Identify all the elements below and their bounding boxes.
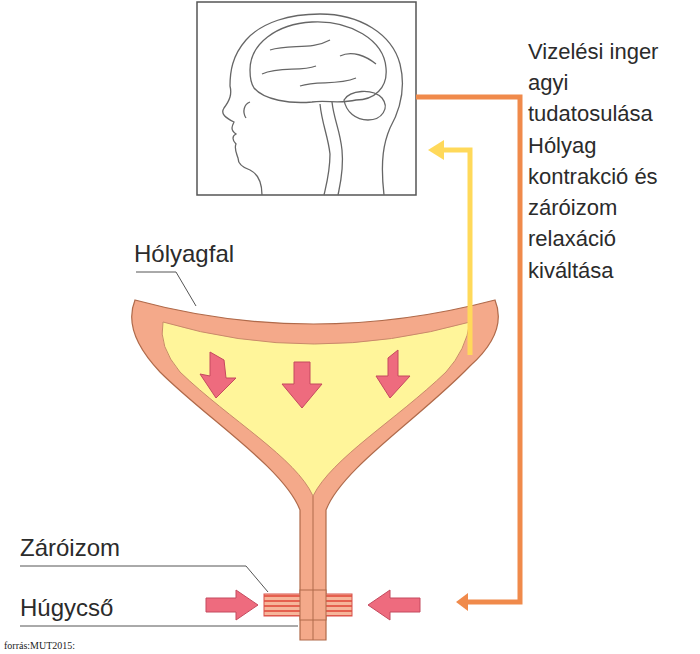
part-label: Záróizom <box>20 534 120 562</box>
efferent-pathway <box>416 97 520 602</box>
urethra-line <box>313 590 314 620</box>
bladder-wall <box>132 300 499 640</box>
caption-text: Vizelési inger agyi tudatosulása <box>528 36 696 130</box>
afferent-pathway <box>444 150 470 355</box>
urethra-line <box>313 496 314 640</box>
pressure-arrow <box>200 350 410 408</box>
efferent-arrowhead <box>456 593 468 611</box>
urethra <box>300 590 326 620</box>
source-note: forrás:MUT2015: <box>4 640 75 652</box>
afferent-arrowhead <box>428 140 444 160</box>
squeeze-arrow <box>206 590 420 620</box>
leader-line <box>20 272 298 626</box>
caption-text: Hólyag kontrakció és záróizom relaxáció … <box>528 130 696 286</box>
head-illustration <box>223 14 403 195</box>
head-box <box>197 2 416 195</box>
part-label: Hólyagfal <box>134 240 234 268</box>
bladder-lumen <box>162 322 470 496</box>
part-label: Húgycső <box>20 594 113 622</box>
